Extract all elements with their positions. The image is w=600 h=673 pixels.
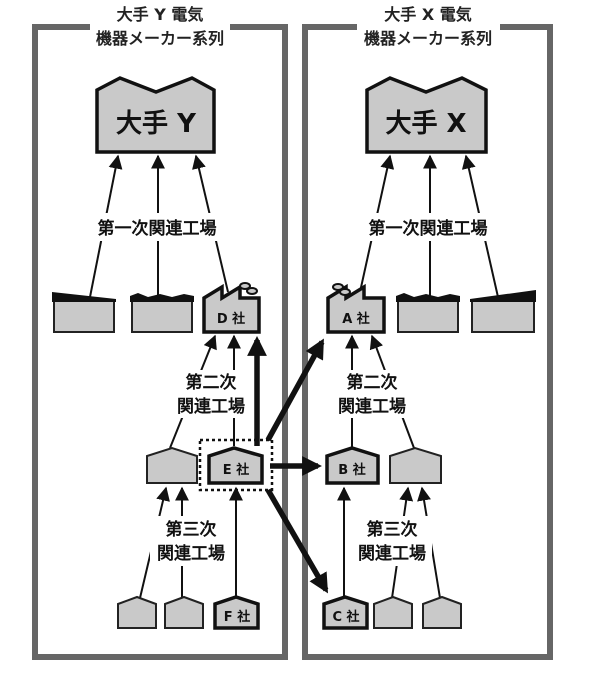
company-b-factory: B 社: [325, 446, 380, 485]
second-tier-factory-left-1: [146, 446, 198, 484]
arrow-e-to-a-bold: [265, 338, 325, 442]
second-tier-label-left-line2: 関連工場: [177, 396, 245, 417]
company-e-label: E 社: [223, 462, 249, 478]
company-c-factory: C 社: [322, 595, 369, 630]
company-a-label: A 社: [342, 311, 370, 327]
first-tier-factory-left-1: [52, 292, 116, 333]
first-tier-factory-right-3: [470, 290, 536, 333]
third-tier-label-left-line2: 関連工場: [157, 543, 225, 564]
third-tier-label-left-line1: 第三次: [166, 519, 217, 540]
arrow-e-to-c-bold: [265, 488, 329, 594]
company-a-factory: A 社: [326, 283, 386, 334]
left-group-frame: [32, 24, 288, 660]
left-group-title-line1: 大手 Y 電気: [117, 5, 204, 24]
second-tier-label-left-line1: 第二次: [186, 372, 237, 393]
company-f-label: F 社: [224, 609, 250, 625]
third-tier-label-right-line1: 第三次: [367, 519, 418, 540]
company-c-label: C 社: [332, 609, 359, 625]
right-group-title-line1: 大手 X 電気: [384, 5, 471, 24]
third-tier-factory-right-2: [422, 595, 462, 629]
second-tier-factory-right-2: [389, 446, 442, 484]
company-b-label: B 社: [338, 462, 365, 478]
right-group-frame: [302, 24, 553, 660]
third-tier-factory-left-2: [164, 595, 204, 629]
maker-x-building: 大手 X: [365, 76, 488, 154]
third-tier-label-right-line2: 関連工場: [358, 543, 426, 564]
first-tier-factory-left-2: [130, 293, 194, 333]
first-tier-label-left: 第一次関連工場: [98, 218, 217, 239]
third-tier-factory-left-1: [117, 595, 157, 629]
company-d-factory: D 社: [202, 282, 261, 334]
company-e-factory: E 社: [207, 446, 264, 485]
maker-y-building: 大手 Y: [95, 76, 216, 154]
maker-y-label: 大手 Y: [116, 109, 197, 139]
first-tier-label-right: 第一次関連工場: [369, 218, 488, 239]
third-tier-factory-right-1: [373, 595, 413, 629]
second-tier-label-right-line1: 第二次: [347, 372, 398, 393]
maker-x-label: 大手 X: [385, 109, 466, 139]
first-tier-factory-right-2: [396, 293, 460, 333]
left-group-title-line2: 機器メーカー系列: [96, 29, 224, 48]
right-group-title-line2: 機器メーカー系列: [364, 29, 492, 48]
second-tier-label-right-line2: 関連工場: [338, 396, 406, 417]
company-d-label: D 社: [217, 311, 245, 327]
company-f-factory: F 社: [213, 595, 260, 630]
